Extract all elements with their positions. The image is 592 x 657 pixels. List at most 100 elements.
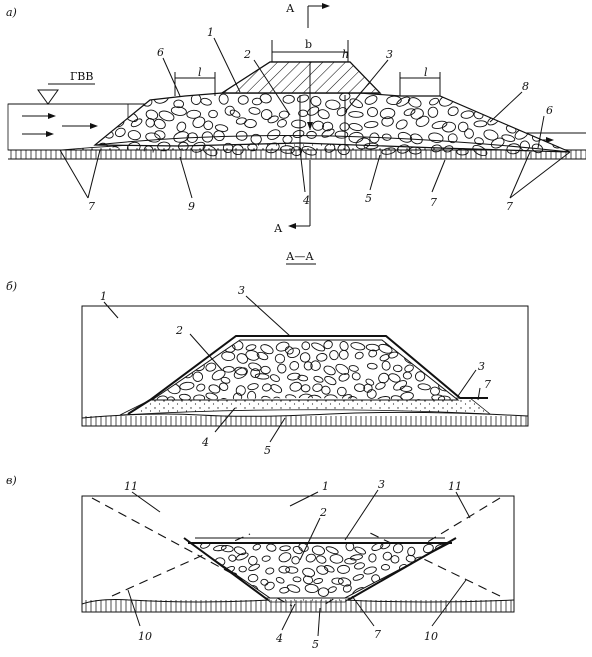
- stone: [247, 573, 259, 583]
- stone: [382, 551, 392, 561]
- stone: [431, 120, 448, 130]
- stone: [393, 380, 408, 391]
- stone: [305, 553, 316, 563]
- stone: [517, 97, 529, 109]
- stone: [267, 129, 281, 140]
- stone: [297, 374, 309, 382]
- stone: [381, 147, 396, 155]
- stone: [157, 375, 167, 384]
- stone: [506, 143, 521, 155]
- stone: [364, 95, 378, 105]
- callout-a-7-c: 7: [506, 200, 513, 213]
- stone: [351, 372, 361, 381]
- stone: [337, 564, 350, 574]
- stone: [238, 565, 247, 573]
- panel-label-b: б): [6, 280, 17, 293]
- stone: [235, 385, 246, 396]
- stone: [413, 565, 427, 575]
- stone: [234, 366, 247, 376]
- stone: [312, 383, 323, 392]
- stone: [323, 565, 335, 573]
- stone: [260, 109, 273, 121]
- stone: [405, 587, 414, 594]
- stone: [316, 555, 327, 564]
- stone: [222, 586, 234, 596]
- cover-layer-b: [127, 335, 488, 415]
- stone: [433, 556, 444, 565]
- stone: [316, 353, 328, 362]
- stone: [380, 564, 391, 571]
- callout-c-10-left: 10: [138, 630, 152, 643]
- stone: [367, 107, 378, 118]
- callout-a-9: 9: [188, 200, 195, 213]
- stone: [196, 587, 211, 598]
- figure-b: б) 1 2 3 3 4 5 7: [6, 280, 529, 457]
- filter-layer-c: [265, 597, 352, 603]
- stone: [235, 552, 249, 561]
- callout-c-2: 2: [319, 506, 327, 519]
- stone: [221, 351, 236, 362]
- dim-h-label: h: [342, 48, 349, 61]
- stone: [407, 97, 422, 108]
- stone: [381, 116, 394, 127]
- stone: [472, 93, 485, 104]
- stone: [197, 348, 207, 359]
- stone: [166, 396, 176, 400]
- stone: [431, 340, 446, 351]
- stone: [447, 133, 458, 144]
- stone: [473, 120, 488, 128]
- stone: [200, 97, 212, 106]
- stone: [208, 384, 221, 394]
- stone: [443, 145, 454, 153]
- callout-a-1: 1: [207, 26, 214, 39]
- stone: [348, 123, 363, 132]
- stone: [323, 340, 333, 350]
- stone: [302, 567, 316, 578]
- stone: [254, 373, 270, 380]
- water-level-triangle: [37, 89, 59, 105]
- stone: [399, 385, 413, 392]
- callout-c-10-right: 10: [424, 630, 438, 643]
- guide-line-11-left: [91, 497, 293, 607]
- callout-b-2: 2: [175, 324, 183, 337]
- stone: [186, 109, 202, 119]
- stone: [196, 383, 206, 392]
- stone: [379, 107, 396, 120]
- stone: [322, 121, 334, 132]
- stone: [278, 110, 290, 119]
- stone: [329, 554, 344, 564]
- stone: [213, 544, 227, 552]
- stone: [431, 394, 446, 400]
- stone: [348, 365, 359, 372]
- section-title: А—А: [286, 250, 314, 263]
- stone: [368, 553, 377, 563]
- stone: [456, 148, 469, 156]
- stone: [350, 342, 366, 351]
- stone: [444, 345, 455, 352]
- stone: [248, 107, 261, 115]
- stone: [339, 341, 349, 351]
- stone: [312, 120, 325, 131]
- stone: [397, 131, 413, 143]
- stone: [301, 341, 311, 351]
- stone: [378, 372, 390, 384]
- stone: [205, 362, 217, 372]
- stone: [400, 391, 414, 400]
- stone: [245, 344, 257, 351]
- stone: [545, 93, 556, 103]
- callout-a-3: 3: [386, 48, 393, 61]
- callout-b-7: 7: [484, 378, 491, 391]
- stone: [355, 137, 371, 150]
- stone: [169, 345, 179, 355]
- stone: [306, 130, 317, 139]
- section-marker-top: А: [286, 2, 295, 15]
- callout-a-7-a: 7: [88, 200, 95, 213]
- stone: [390, 555, 400, 564]
- callout-a-2: 2: [243, 48, 251, 61]
- stone: [371, 543, 384, 551]
- stone: [404, 567, 414, 575]
- stone: [342, 584, 352, 593]
- stone: [192, 371, 204, 382]
- callout-a-6-right: 6: [546, 104, 553, 117]
